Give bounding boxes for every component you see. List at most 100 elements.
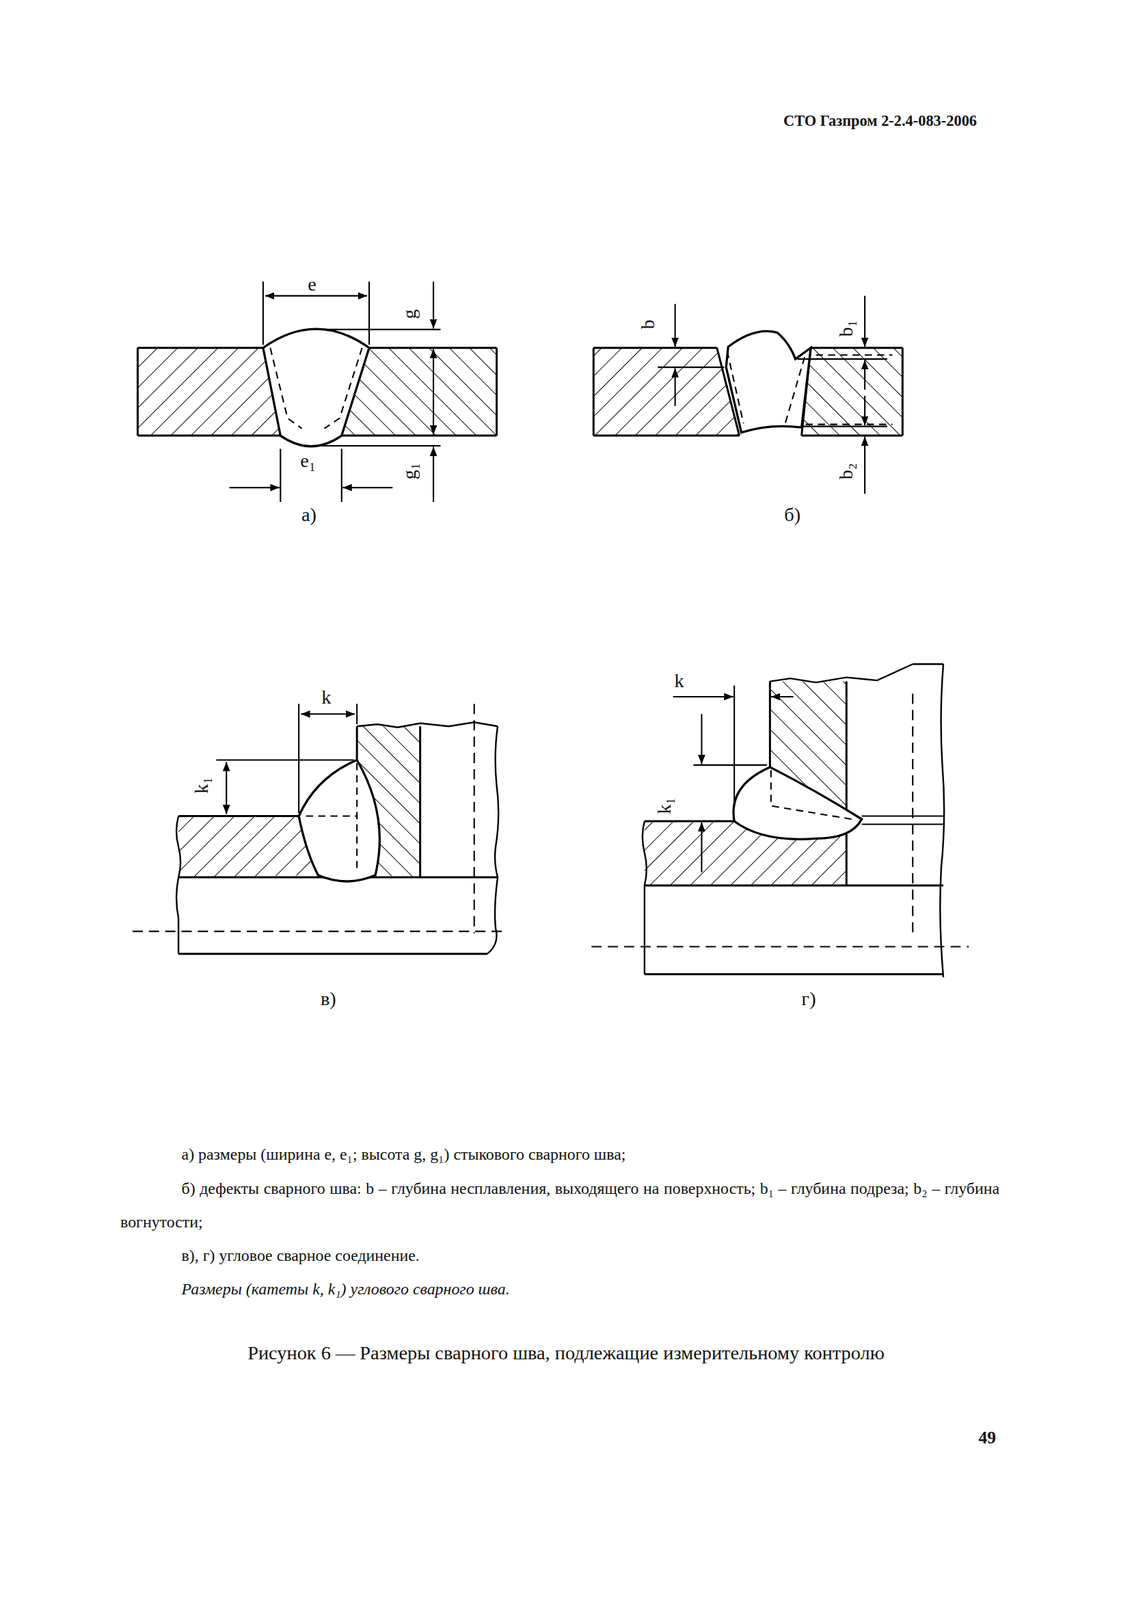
fillet-weld-figure-part (861, 814, 944, 817)
legend-note: Размеры (катеты k, k₁) углового сварного… (181, 1271, 1000, 1305)
butt-weld-figure-part (432, 348, 435, 392)
fillet-weld-figure-part (700, 821, 703, 872)
weld-defects-figure-part (657, 366, 724, 368)
fillet-weld-figure-part (178, 814, 299, 817)
dimension-letter: g (398, 308, 422, 319)
fillet-weld-figure-part (912, 663, 944, 665)
butt-weld-figure-part (270, 347, 302, 429)
weld-defects-figure-part (785, 356, 805, 424)
fillet-weld-figure-part (225, 761, 227, 814)
butt-weld-figure-part (262, 281, 264, 345)
fillet-weld-figure-part (861, 823, 944, 825)
butt-weld-figure-part (368, 281, 370, 345)
dimension-letter: k (674, 669, 685, 694)
fillet-weld-figure-part (771, 769, 852, 819)
weld-defects-figure (593, 295, 903, 494)
fillet-weld-figure-part (771, 695, 794, 698)
figure-letter: б) (784, 503, 801, 527)
butt-weld-figure-part (229, 486, 280, 489)
fillet-weld-figure-part (644, 883, 944, 886)
dimension-letter: b₂ (834, 462, 858, 480)
weld-defects-figure-part (674, 304, 677, 348)
legend-note: а) размеры (ширина e, e₁; высота g, g₁) … (181, 1136, 1000, 1171)
weld-defects-figure-part (593, 434, 739, 437)
fillet-weld-figure-part (644, 819, 735, 822)
butt-weld-figure-part (342, 486, 393, 489)
fillet-weld-figure (591, 663, 969, 977)
fillet-weld-figure-part (356, 721, 498, 727)
butt-weld-figure-part (279, 448, 281, 502)
fillet-weld-figure-part (769, 663, 913, 683)
fillet-weld-figure-part (132, 930, 506, 932)
fillet-weld-figure-part (939, 663, 945, 977)
butt-weld-figure-part (265, 295, 368, 297)
weld-defects-figure-part (901, 347, 904, 436)
weld-defects-figure-part (864, 436, 866, 495)
weld-defects-figure-part (592, 347, 595, 436)
figure-caption: Рисунок 6 — Размеры сварного шва, подлеж… (247, 1341, 885, 1366)
fillet-weld-figure-part (733, 685, 735, 806)
butt-weld-figure-part (137, 434, 281, 437)
weld-defects-figure-part (727, 350, 744, 424)
butt-weld-figure-part (137, 346, 264, 349)
butt-weld-figure-part (137, 347, 281, 436)
fillet-weld-figure-part (487, 877, 498, 954)
legend-note: в), г) угловое сварное соединение. (181, 1237, 1000, 1272)
fillet-weld-figure-part (673, 695, 734, 698)
fillet-weld-figure-part (356, 762, 358, 873)
weld-defects-figure-part (801, 347, 904, 436)
legend-note: б) дефекты сварного шва: b – глубина нес… (120, 1170, 1000, 1238)
butt-weld-figure-part (315, 328, 441, 331)
butt-weld-figure-part (341, 448, 343, 502)
weld-defects-figure-part (801, 425, 888, 428)
fillet-weld-figure-part (473, 703, 476, 934)
butt-weld-figure (137, 281, 497, 502)
butt-weld-figure-part (432, 391, 435, 435)
fillet-weld-figure-part (306, 814, 358, 817)
fillet-weld-figure-part (911, 693, 914, 938)
page-number: 49 (978, 1427, 996, 1448)
document-code: СТО Газпром 2-2.4-083-2006 (783, 111, 977, 130)
butt-weld-figure-part (136, 347, 139, 436)
butt-weld-figure-part (341, 434, 497, 437)
weld-defects-figure-part (593, 346, 718, 349)
weld-defects-figure-part (864, 295, 866, 348)
dimension-letter: e (307, 272, 317, 296)
butt-weld-figure-part (432, 446, 435, 502)
dimension-letter: e₁ (300, 449, 316, 473)
fillet-weld-figure-part (300, 712, 355, 715)
fillet-weld-figure-part (178, 952, 488, 955)
butt-weld-figure-part (495, 347, 498, 436)
weld-defects-figure-part (593, 347, 739, 436)
weld-defects-figure-part (805, 423, 893, 426)
fillet-weld-figure-part (298, 759, 380, 882)
fillet-weld-figure (132, 703, 506, 954)
fillet-weld-figure-part (356, 725, 359, 760)
weld-defects-figure-part (816, 354, 893, 356)
figure-letter: а) (301, 503, 317, 527)
weld-defects-figure-part (864, 360, 866, 390)
dimension-letter: b₁ (834, 319, 858, 337)
fillet-weld-figure-part (356, 703, 358, 724)
weld-defects-figure-part (801, 434, 904, 437)
weld-defects-figure-part (810, 346, 903, 349)
fillet-weld-figure-part (494, 725, 499, 878)
weld-defects-figure-part (864, 395, 866, 426)
butt-weld-figure-part (311, 445, 441, 447)
butt-weld-figure-part (369, 346, 497, 349)
fillet-weld-figure-part (644, 972, 944, 975)
fillet-weld-figure-part (298, 703, 300, 813)
dimension-letter: b (637, 319, 661, 329)
weld-defects-figure-part (725, 330, 811, 433)
fillet-weld-figure-part (642, 820, 647, 975)
fillet-weld-figure-part (733, 766, 862, 839)
dimension-letter: g₁ (398, 462, 422, 480)
butt-weld-figure-part (324, 347, 362, 429)
fillet-weld-figure-part (216, 758, 354, 761)
butt-weld-figure-part (432, 281, 435, 329)
dimension-letter: k₁ (190, 777, 214, 794)
fillet-weld-figure-part (176, 816, 181, 954)
weld-defects-figure-part (797, 358, 888, 360)
fillet-weld-figure-part (769, 681, 772, 767)
